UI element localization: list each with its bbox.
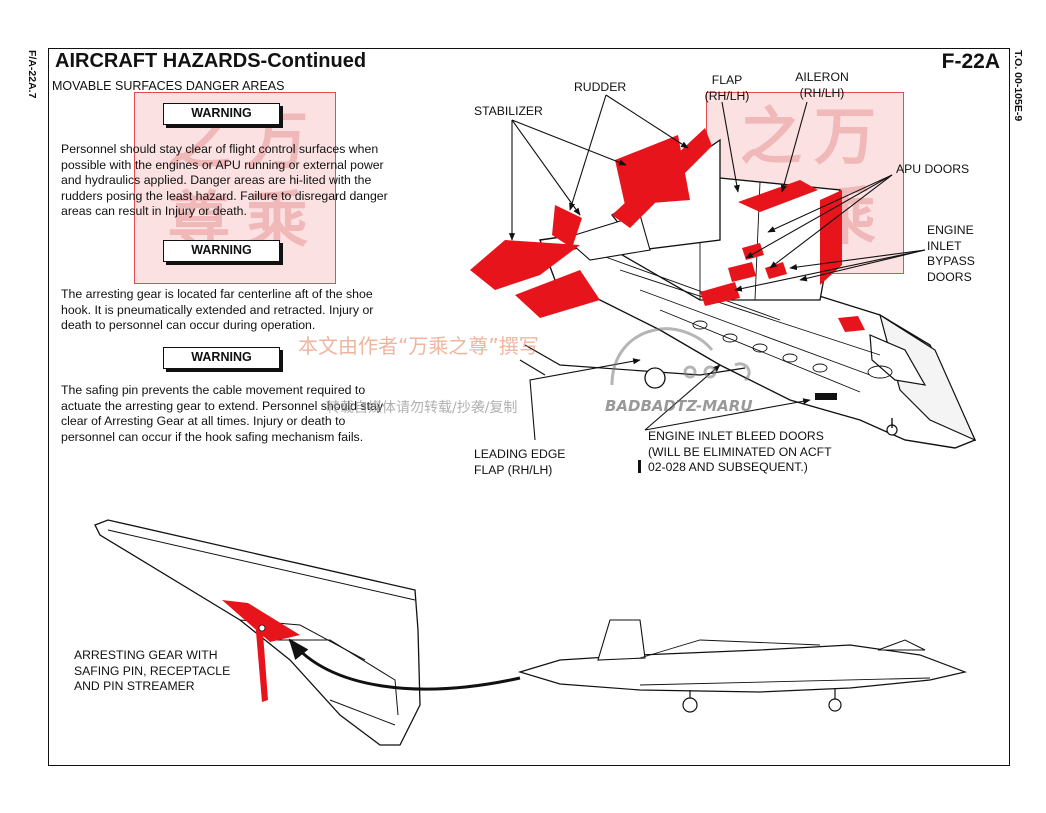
callout-engine-inlet-bypass-doors: ENGINE INLET BYPASS DOORS [927,223,975,285]
section-subtitle: MOVABLE SURFACES DANGER AREAS [52,79,285,93]
callout-flap: FLAP (RH/LH) [698,73,756,104]
callout-arresting-line: AND PIN STREAMER [74,679,195,693]
callout-lef-line: LEADING EDGE [474,447,566,461]
callout-bleed-line: (WILL BE ELIMINATED ON ACFT [648,444,832,459]
callout-aileron-line: AILERON [795,70,849,84]
callout-arresting-line: ARRESTING GEAR WITH [74,648,218,662]
watermark-mascot [610,327,751,386]
callout-lef-line: FLAP (RH/LH) [474,462,553,477]
callout-bleed-line: ENGINE INLET BLEED DOORS [648,429,824,443]
callout-bypass-line: ENGINE [927,223,974,237]
callout-apu-doors: APU DOORS [896,162,970,176]
callout-arresting-line: SAFING PIN, RECEPTACLE [74,663,231,678]
callout-leading-edge-flap: LEADING EDGE FLAP (RH/LH) [474,447,565,478]
seal-char: 万 [814,100,877,173]
callout-bypass-line: INLET [927,238,962,253]
warning-box-3: WARNING [163,347,280,369]
page-title: AIRCRAFT HAZARDS-Continued [55,50,367,72]
side-label-left: F/A-22A.7 [26,50,38,99]
callout-bleed-line: 02-028 AND SUBSEQUENT.) [648,460,808,474]
warning-box-1: WARNING [163,103,280,125]
watermark-text-line2: 转载自媒体请勿转载/抄袭/复制 [326,400,518,416]
callout-bypass-line: DOORS [927,269,972,284]
aircraft-side-view [517,619,968,713]
watermark-brand: BADBADTZ-MARU [605,397,753,415]
warning-text-3: The safing pin prevents the cable moveme… [61,383,383,444]
watermark-text-line1: 本文由作者“万乘之尊”撰写 [298,334,539,358]
warning-text-1: Personnel should stay clear of flight co… [61,142,388,219]
callout-rudder: RUDDER [574,80,627,94]
pin-streamer [255,620,268,702]
warning-box-2: WARNING [163,240,280,262]
callout-flap-line: (RH/LH) [704,88,750,103]
callout-aileron: AILERON (RH/LH) [787,70,857,101]
zoom-arrow [288,638,521,691]
page-frame [48,48,1010,766]
callout-bypass-line: BYPASS [927,254,975,268]
callout-stabilizer: STABILIZER [474,104,543,118]
callout-engine-inlet-bleed-doors: ENGINE INLET BLEED DOORS (WILL BE ELIMIN… [648,429,832,476]
callout-aileron-line: (RH/LH) [799,85,845,100]
callout-arresting-gear: ARRESTING GEAR WITH SAFING PIN, RECEPTAC… [74,648,230,695]
aircraft-model: F-22A [941,50,1000,73]
tail-closeup [94,519,421,746]
side-label-right: T.O. 00-105E-9 [1012,50,1024,122]
warning-text-2: The arresting gear is located far center… [61,287,374,333]
callout-flap-line: FLAP [711,73,743,87]
